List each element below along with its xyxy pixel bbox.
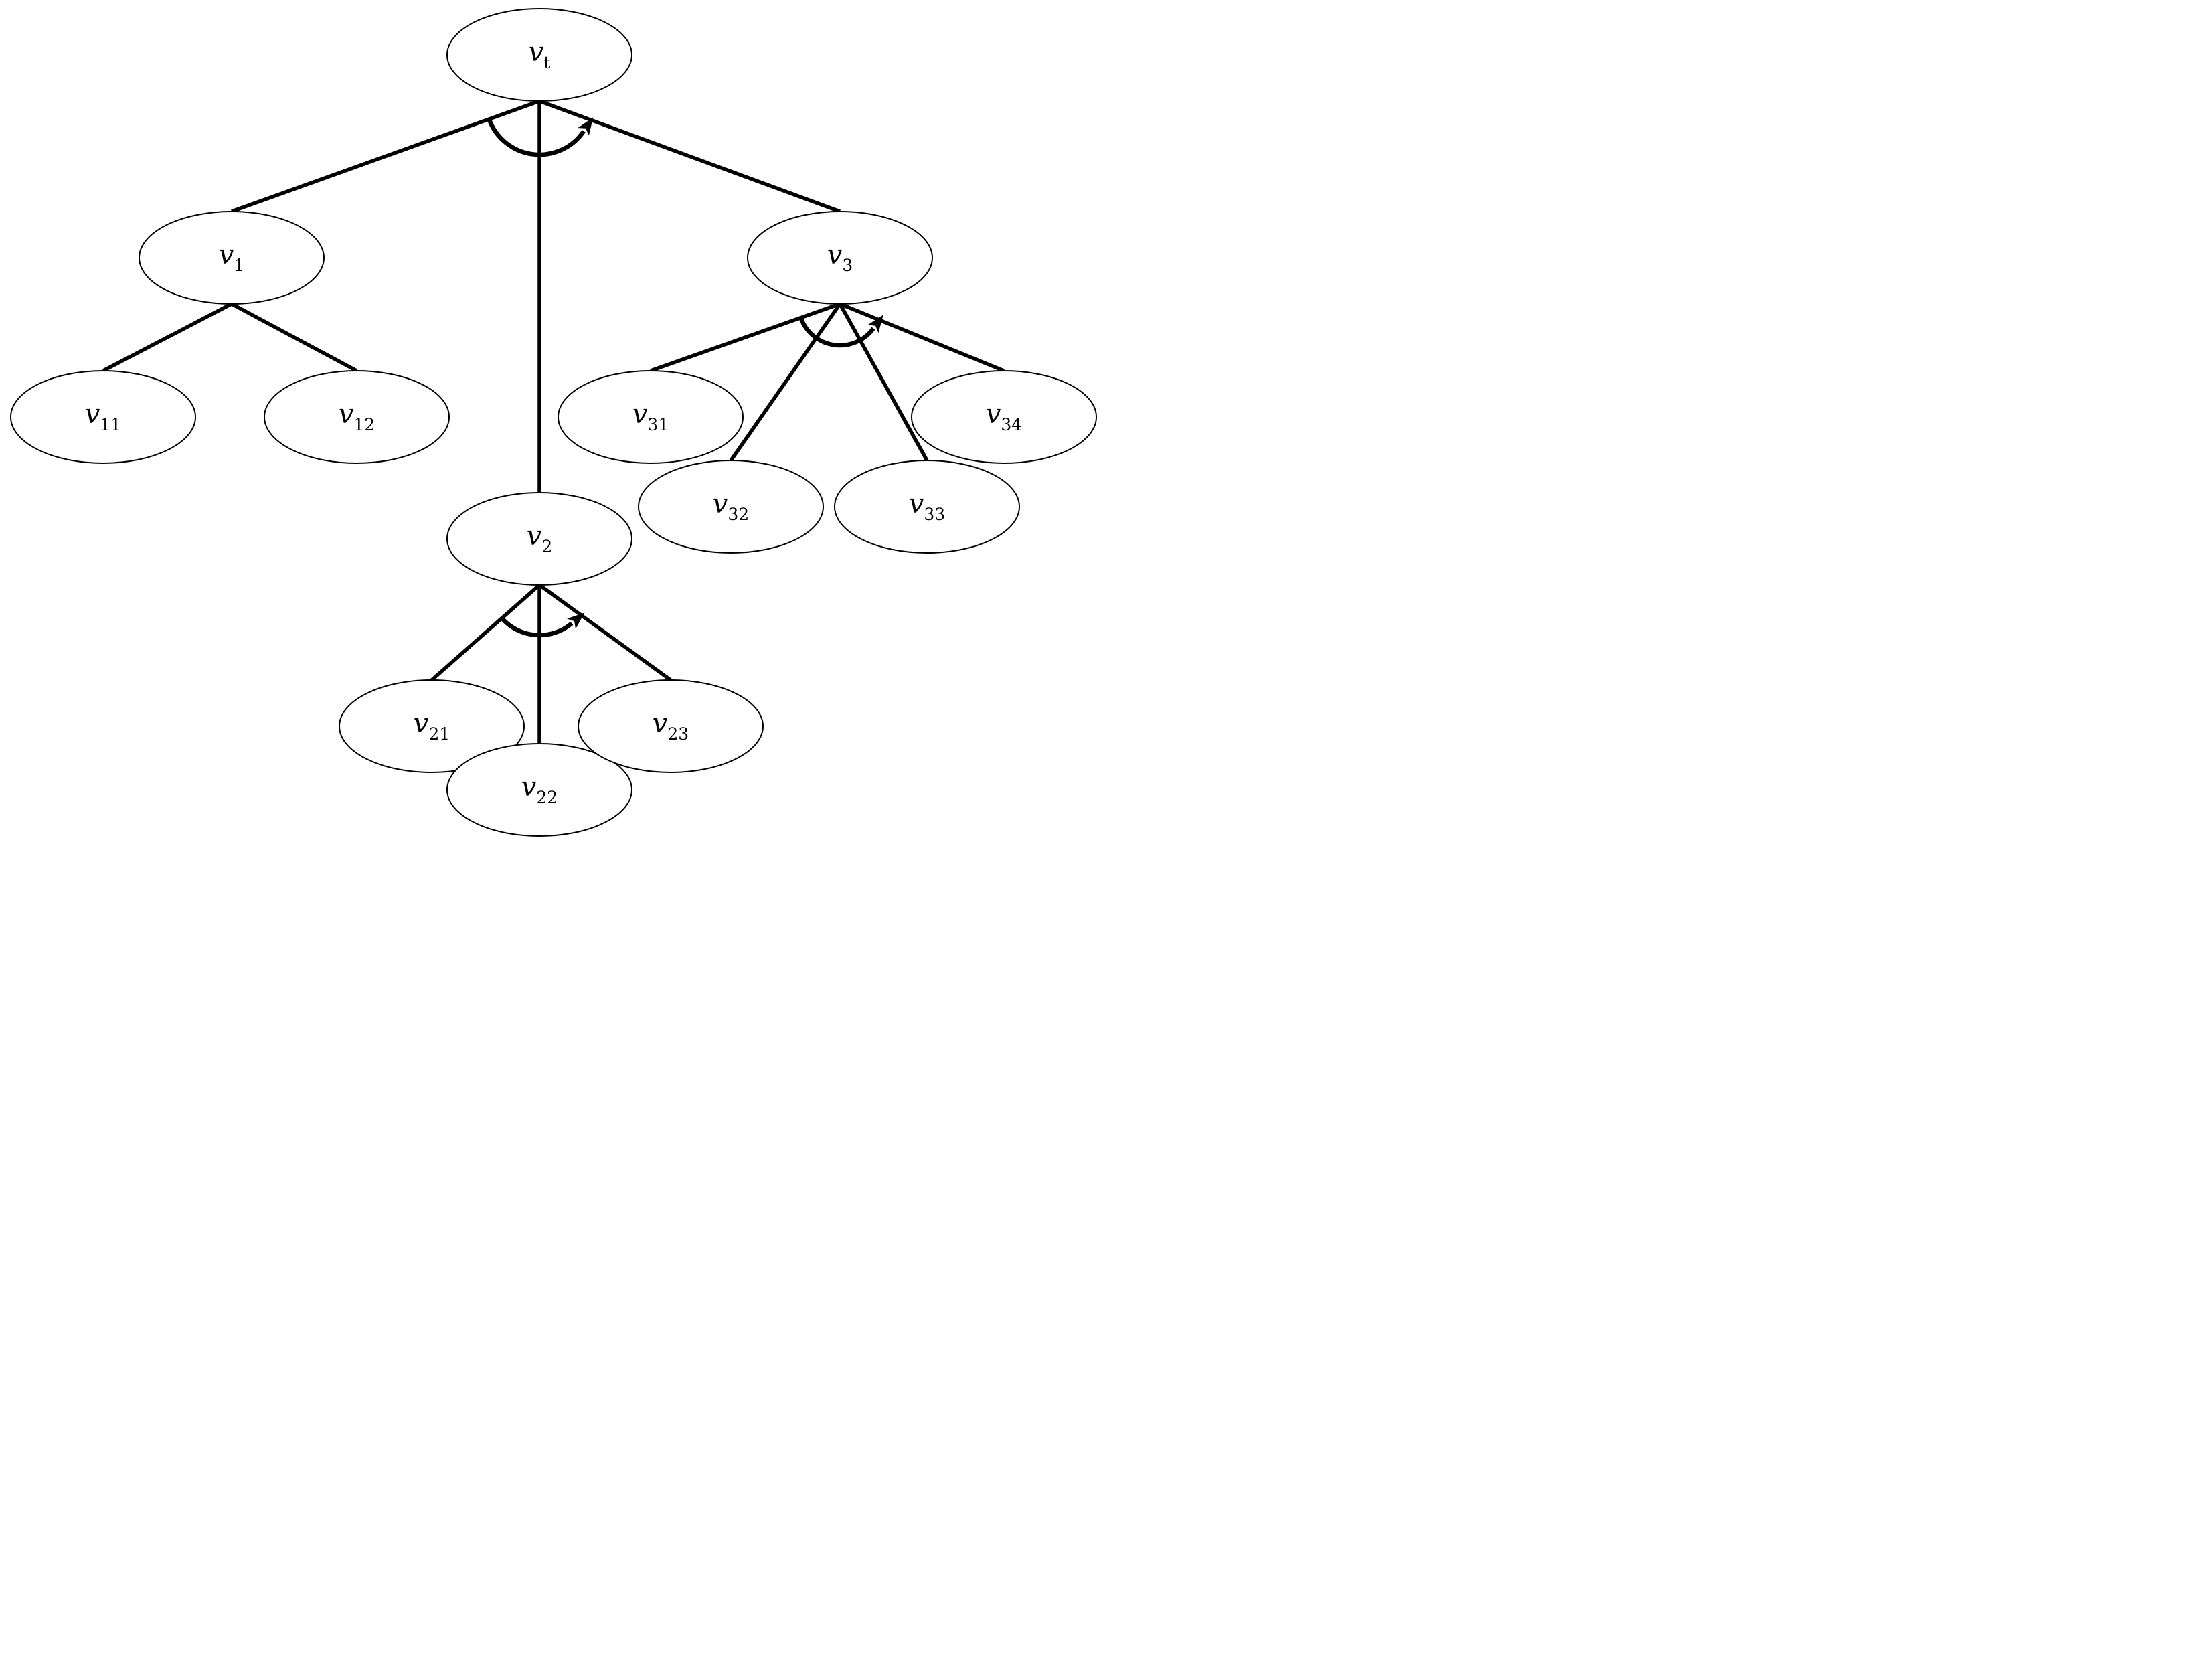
node-label-subscript-v32: 32	[728, 505, 749, 524]
node-label-base-v22: v	[521, 772, 537, 803]
node-label-base-v12: v	[339, 399, 354, 430]
node-label-v11: v11	[85, 399, 121, 434]
edge-v3-v33	[838, 303, 929, 462]
edge-vt-v1	[231, 99, 540, 214]
node-label-v32: v32	[713, 489, 749, 524]
node-label-subscript-v22: 22	[536, 788, 558, 807]
node-label-v22: v22	[521, 772, 558, 807]
node-label-v2: v2	[527, 521, 553, 556]
node-label-base-v3: v	[827, 240, 843, 270]
node-label-base-v11: v	[85, 399, 100, 430]
node-label-subscript-v12: 12	[353, 415, 375, 434]
edge-v3-v32	[729, 303, 842, 462]
tree-node-v21	[339, 679, 525, 773]
tree-node-v31	[558, 370, 744, 464]
edge-vt-v3	[539, 99, 841, 214]
edge-v2-v21	[430, 583, 541, 682]
edge-v2-v23	[538, 583, 672, 682]
node-label-base-v1: v	[219, 240, 234, 270]
node-label-base-vt: v	[529, 37, 544, 68]
tree-node-v12	[264, 370, 450, 464]
node-label-vt: vt	[529, 37, 551, 72]
node-label-v3: v3	[827, 240, 853, 275]
node-label-v1: v1	[219, 240, 245, 275]
node-label-v21: v21	[414, 708, 450, 744]
node-label-base-v31: v	[632, 399, 648, 430]
tree-node-v2	[446, 492, 632, 586]
node-label-subscript-v1: 1	[234, 256, 244, 275]
node-label-v33: v33	[909, 489, 945, 524]
rotation-arrow-vt	[487, 117, 594, 157]
node-label-v23: v23	[653, 708, 689, 744]
tree-node-v33	[834, 460, 1020, 554]
node-label-base-v23: v	[653, 708, 668, 739]
node-label-subscript-v23: 23	[667, 724, 689, 744]
node-label-subscript-v34: 34	[1001, 415, 1022, 434]
node-label-subscript-v31: 31	[647, 415, 669, 434]
tree-node-v22	[446, 743, 632, 837]
edge-v1-v11	[102, 302, 233, 373]
tree-node-v1	[139, 211, 325, 305]
tree-node-vt	[446, 8, 632, 102]
node-label-base-v33: v	[909, 489, 924, 519]
edge-v3-v34	[839, 302, 1005, 373]
node-label-subscript-v2: 2	[541, 537, 552, 556]
edge-v3-v31	[650, 302, 841, 373]
node-label-v34: v34	[986, 399, 1022, 434]
node-label-v12: v12	[339, 399, 375, 434]
rotation-arrow-v3	[798, 315, 883, 348]
tree-node-v3	[747, 211, 933, 305]
node-label-subscript-v33: 33	[924, 505, 945, 524]
node-label-base-v34: v	[986, 399, 1001, 430]
node-label-v31: v31	[632, 399, 669, 434]
edge-v1-v12	[230, 302, 358, 373]
tree-node-v34	[911, 370, 1097, 464]
node-label-subscript-v21: 21	[428, 724, 450, 744]
tree-node-v23	[578, 679, 764, 773]
node-label-subscript-v11: 11	[100, 415, 121, 434]
tree-node-v32	[638, 460, 824, 554]
node-label-subscript-vt: t	[543, 53, 550, 72]
node-label-base-v21: v	[414, 708, 429, 739]
node-label-subscript-v3: 3	[842, 256, 853, 275]
tree-node-v11	[10, 370, 196, 464]
rotation-arrow-v2	[500, 612, 585, 638]
node-label-base-v32: v	[713, 489, 728, 519]
node-label-base-v2: v	[527, 521, 542, 552]
